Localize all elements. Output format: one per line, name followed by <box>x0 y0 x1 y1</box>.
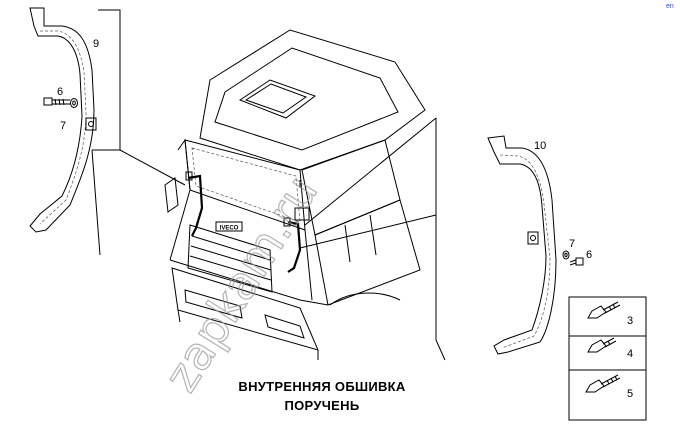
truck-cab: IVECO <box>164 29 426 360</box>
bolt-5 <box>585 374 621 393</box>
callout-left-bolt: 6 <box>57 86 63 98</box>
callout-left-washer: 7 <box>60 120 66 132</box>
corner-mark: en <box>666 3 674 10</box>
left-washer <box>70 98 78 108</box>
diagram-caption-line1: ВНУТРЕННЯЯ ОБШИВКА <box>238 379 406 394</box>
bolt-4 <box>587 337 617 353</box>
callout-bolt-3: 3 <box>627 315 633 327</box>
callout-right-bolt: 6 <box>586 249 592 261</box>
cab-badge: IVECO <box>220 226 239 232</box>
callout-bolt-4: 4 <box>627 348 633 360</box>
diagram-caption-line2: ПОРУЧЕНЬ <box>285 398 360 413</box>
left-handrail <box>29 7 97 233</box>
callout-right-washer: 7 <box>569 238 575 250</box>
bolt-3 <box>587 301 621 319</box>
leader-lines <box>91 9 446 361</box>
callout-bolt-5: 5 <box>627 388 633 400</box>
callout-right-handrail: 10 <box>534 140 546 152</box>
left-bolt <box>43 97 70 106</box>
right-bolt <box>569 257 584 266</box>
fastener-table <box>568 296 647 421</box>
right-handrail <box>487 135 557 355</box>
callout-left-handrail: 9 <box>93 38 99 50</box>
right-washer <box>562 250 570 260</box>
